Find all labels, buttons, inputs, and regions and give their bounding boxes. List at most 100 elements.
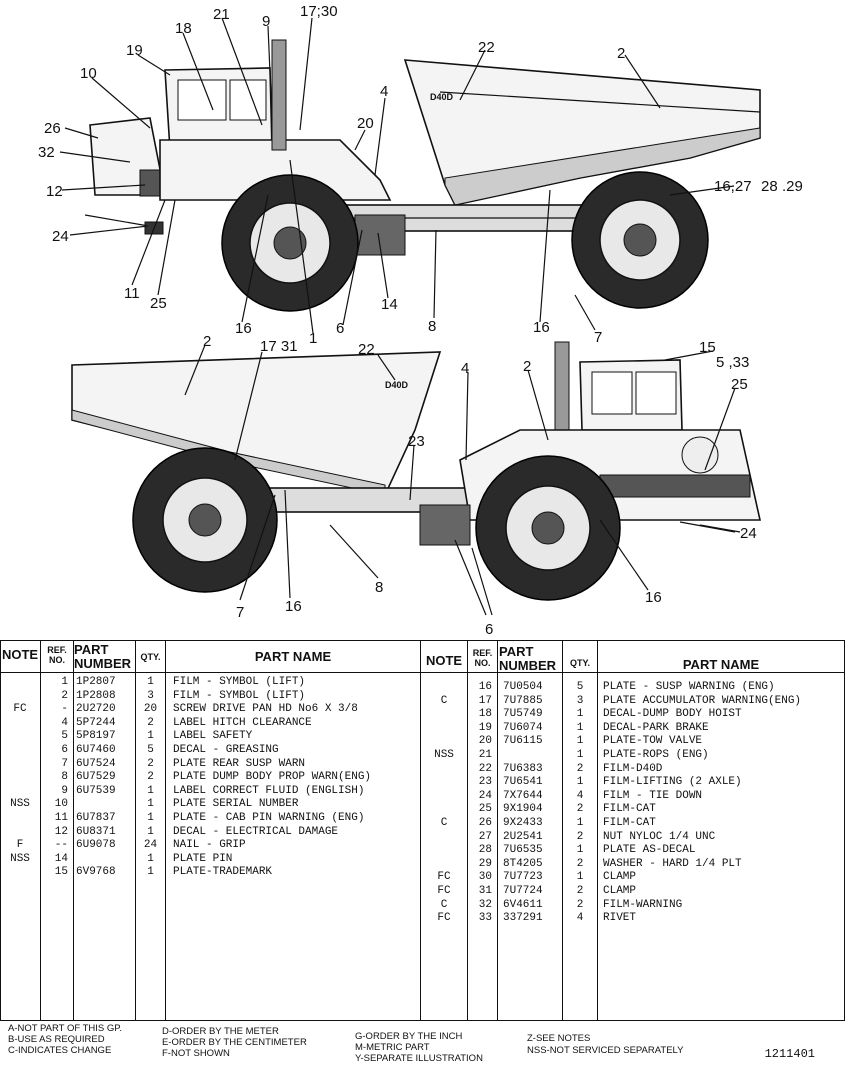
cell-name: PLATE DUMP BODY PROP WARN(ENG) (173, 771, 372, 784)
cell-pn: 7U6535 (503, 844, 543, 857)
cell-ref: 33 (478, 912, 492, 925)
cell-pn: 7U6115 (503, 735, 543, 748)
cell-name: LABEL CORRECT FLUID (ENGLISH) (173, 784, 365, 797)
callout-12: 12 (46, 183, 63, 200)
cell-ref: 6 (61, 744, 68, 756)
cell-name: NAIL - GRIP (173, 839, 246, 852)
cell-qty: 2 (576, 898, 584, 911)
callout-16-a: 16 (235, 320, 252, 337)
cell-pn: 2U2720 (76, 703, 116, 716)
callout-28: 28 (761, 178, 778, 195)
callout-29: .29 (782, 178, 803, 195)
cell-pn: 9X1904 (503, 803, 543, 816)
cell-ref: 25 (478, 803, 492, 816)
cell-pn: 7U0504 (503, 681, 543, 693)
header-ref-right: REF. NO. (472, 648, 493, 668)
callout-22: 22 (478, 39, 495, 56)
cell-ref: - (61, 703, 68, 716)
cell-name: FILM-CAT (603, 803, 656, 816)
cell-name: DECAL - GREASING (173, 744, 279, 756)
cell-ref: 23 (478, 776, 492, 789)
cell-qty: 1 (576, 776, 584, 789)
callout-2: 2 (617, 45, 625, 62)
cell-name: PLATE-ROPS (ENG) (603, 749, 709, 761)
cell-pn: 2U2541 (503, 830, 543, 843)
cell-ref: 12 (54, 825, 68, 838)
cell-ref: 10 (54, 798, 68, 811)
cell-name: PLATE - CAB PIN WARNING (ENG) (173, 812, 365, 824)
callout-9: 9 (262, 13, 270, 30)
cell-pn: 5P7244 (76, 716, 116, 729)
callout-4: 4 (380, 83, 388, 100)
callout-20: 20 (357, 115, 374, 132)
cell-name: DECAL - ELECTRICAL DAMAGE (173, 825, 339, 838)
cell-pn: 1P2808 (76, 689, 116, 702)
cell-name: RIVET (603, 912, 637, 925)
legend-col1-0: A-NOT PART OF THIS GP. (8, 1023, 123, 1034)
legend-col4-1: NSS-NOT SERVICED SEPARATELY (527, 1045, 684, 1056)
callout-b-16: 16 (645, 589, 662, 606)
cell-ref: 31 (478, 885, 492, 897)
cell-pn: 6U7539 (76, 784, 116, 797)
cell-name: DECAL-DUMP BODY HOIST (603, 708, 742, 721)
callout-b-23: 23 (408, 433, 425, 450)
header-part-number-right: PART NUMBER (499, 644, 557, 673)
header-ref: REF. NO. (47, 645, 67, 665)
cell-qty: 1 (147, 784, 154, 797)
header-part-name-right: PART NAME (682, 657, 760, 672)
decal-d40d-bottom: D40D (385, 380, 409, 390)
cell-pn: 7U7724 (503, 885, 543, 897)
callout-b-4: 4 (461, 360, 469, 377)
cell-name: LABEL SAFETY (173, 730, 253, 743)
cell-note: NSS (10, 798, 30, 811)
cell-qty: 2 (147, 716, 154, 729)
cell-ref: 22 (478, 762, 492, 775)
cell-qty: 2 (576, 885, 584, 897)
cell-name: DECAL-PARK BRAKE (603, 721, 709, 734)
cell-note: NSS (434, 749, 454, 761)
cell-qty: 1 (576, 721, 584, 734)
cell-pn: 7U6074 (503, 721, 543, 734)
callout-b-6: 6 (485, 621, 493, 638)
legend-col1-1: B-USE AS REQUIRED (8, 1034, 105, 1045)
cell-note: F (16, 839, 24, 852)
header-note-right: NOTE (425, 653, 463, 668)
callout-14: 14 (381, 296, 398, 313)
cell-pn: 6U9078 (76, 839, 116, 852)
callout-b-25: 25 (731, 376, 748, 393)
legend-col3-0: G-ORDER BY THE INCH (355, 1031, 463, 1042)
cell-pn: 6U7837 (76, 812, 116, 824)
legend-col2-2: F-NOT SHOWN (162, 1048, 230, 1059)
callout-11: 11 (124, 285, 140, 302)
cell-name: FILM - SYMBOL (LIFT) (173, 689, 306, 702)
callout-25: 25 (150, 295, 167, 312)
callout-16-27: 16,27 (714, 178, 752, 195)
cell-pn: 5P8197 (76, 730, 116, 743)
cell-qty: 4 (576, 789, 584, 802)
cell-pn: 6U8371 (76, 825, 116, 838)
cell-qty: 1 (147, 798, 154, 811)
cell-ref: 4 (61, 716, 68, 729)
header-note: NOTE (1, 647, 39, 662)
header-part-number: PART NUMBER (74, 642, 132, 671)
cell-qty: 1 (576, 708, 584, 721)
legend: A-NOT PART OF THIS GP. B-USE AS REQUIRED… (0, 1020, 845, 1070)
cell-note: FC (437, 871, 451, 884)
cell-qty: 1 (147, 676, 154, 688)
cell-name: PLATE-TOW VALVE (603, 735, 703, 748)
callout-b-16b: 16 (285, 598, 302, 615)
callout-b-7: 7 (236, 604, 244, 621)
leader-lines-bottom (184, 344, 741, 616)
